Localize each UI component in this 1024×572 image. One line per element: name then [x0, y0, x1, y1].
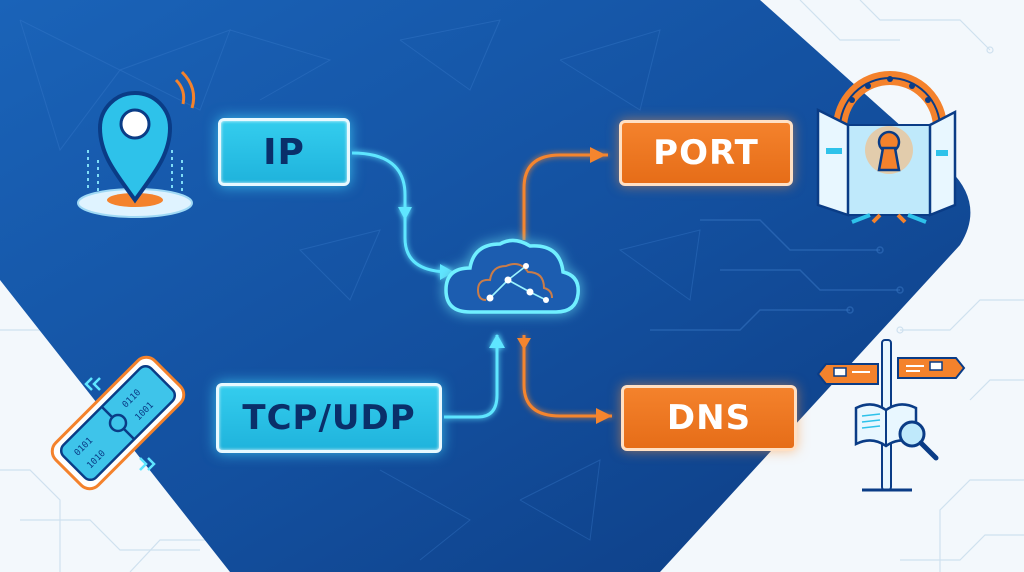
motion-arrows: [84, 377, 156, 471]
port-node: PORT: [619, 120, 793, 186]
dns-node: DNS: [621, 385, 797, 451]
orange-connectors: [522, 153, 612, 418]
map-pin-icon: [77, 70, 196, 218]
tcp-udp-node: TCP/UDP: [216, 383, 442, 453]
connector-tcpudp-to-hub: [444, 335, 499, 419]
mesh-lines: [19, 19, 701, 561]
cyan-connectors: [351, 151, 499, 419]
orange-arrowheads: [517, 147, 612, 424]
ip-node: IP: [218, 118, 350, 186]
cyan-arrowheads: [398, 207, 505, 348]
dns-node-label: DNS: [666, 398, 752, 438]
connector-ip-to-hub: [351, 151, 451, 274]
connector-hub-to-dns: [522, 335, 612, 418]
cloud-network-icon: [444, 238, 580, 314]
ip-node-label: IP: [263, 131, 305, 173]
signpost-book-icon: [816, 339, 966, 492]
tcp-udp-node-label: TCP/UDP: [242, 398, 416, 438]
keyhole-gate-icon: [816, 71, 957, 224]
puzzle-cable-icon: 0101 1010 0110 1001: [50, 355, 186, 491]
connector-hub-to-port: [522, 153, 608, 240]
circuit-lines-dark: [650, 219, 904, 331]
port-node-label: PORT: [653, 133, 759, 173]
